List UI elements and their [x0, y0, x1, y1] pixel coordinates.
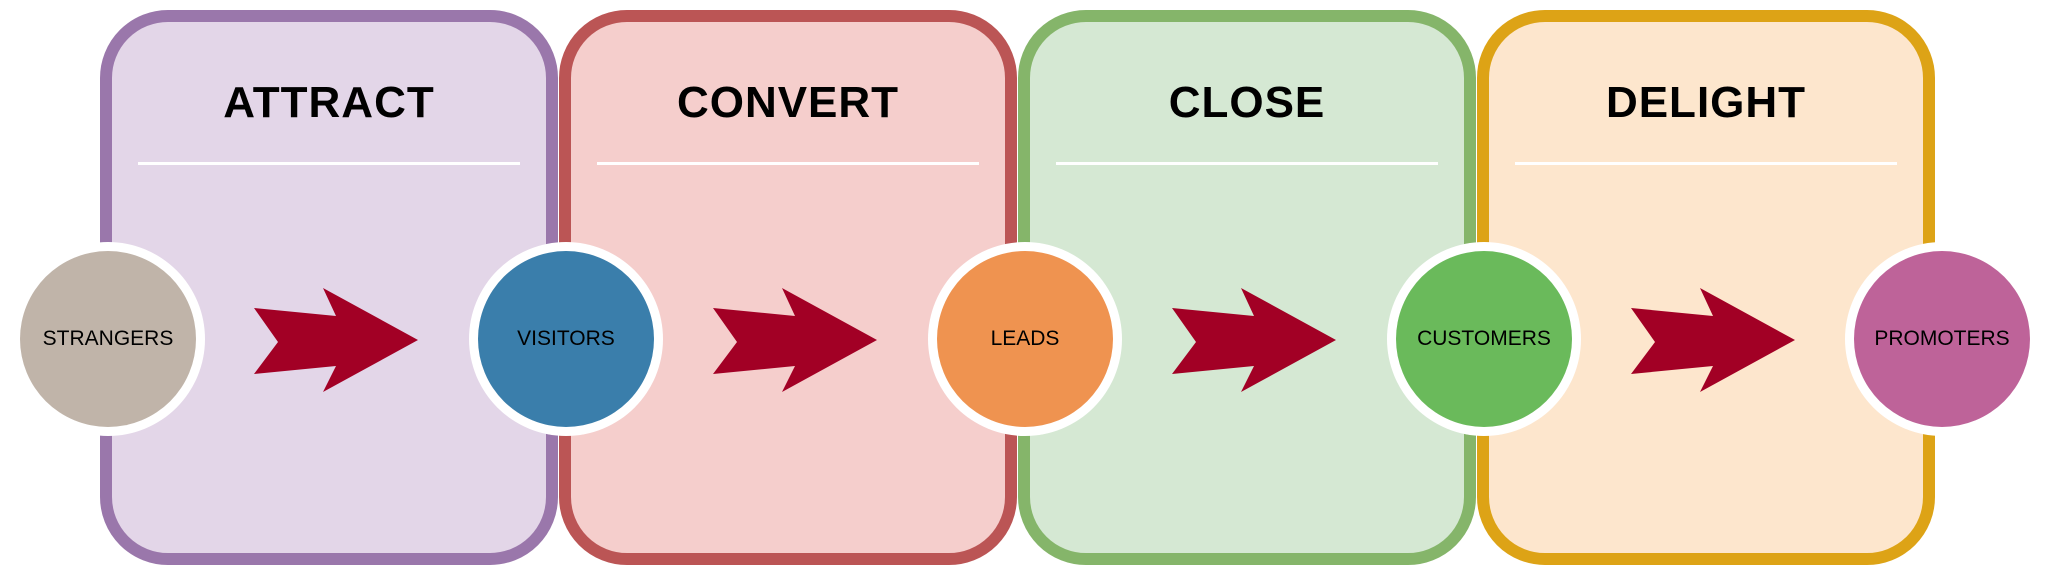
stage-divider [597, 162, 979, 165]
node-label: CUSTOMERS [1417, 327, 1551, 350]
node-circle: CUSTOMERS [1396, 251, 1572, 427]
arrow-right-icon [713, 288, 877, 392]
node-label: LEADS [990, 327, 1060, 350]
node-label: VISITORS [517, 327, 615, 350]
stage-divider [1515, 162, 1897, 165]
stage-title: CLOSE [1168, 78, 1326, 127]
arrow-right-icon [254, 288, 418, 392]
arrow-right-icon [1172, 288, 1336, 392]
stage-divider [1056, 162, 1438, 165]
stage-title: CONVERT [676, 78, 900, 127]
node-visitors: VISITORS [469, 242, 663, 436]
node-circle: PROMOTERS [1854, 251, 2030, 427]
node-strangers: STRANGERS [11, 242, 205, 436]
node-customers: CUSTOMERS [1387, 242, 1581, 436]
node-label: PROMOTERS [1874, 327, 2010, 350]
stage-title: DELIGHT [1605, 78, 1807, 127]
node-leads: LEADS [928, 242, 1122, 436]
node-promoters: PROMOTERS [1845, 242, 2039, 436]
node-circle: LEADS [937, 251, 1113, 427]
node-label: STRANGERS [42, 327, 174, 350]
stage-divider [138, 162, 520, 165]
arrow-right-icon [1631, 288, 1795, 392]
stage-title: ATTRACT [223, 78, 435, 127]
node-circle: STRANGERS [20, 251, 196, 427]
node-circle: VISITORS [478, 251, 654, 427]
